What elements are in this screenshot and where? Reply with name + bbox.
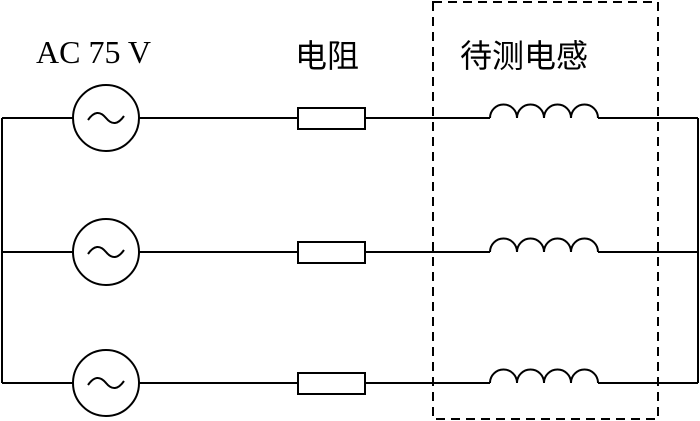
source-voltage-label: AC 75 V: [36, 34, 151, 70]
sine-wave-icon: [87, 377, 125, 389]
resistor-symbol: [297, 107, 366, 130]
inductor-symbol: [489, 103, 599, 119]
resistor-symbol: [297, 241, 366, 264]
resistor-label: 电阻: [295, 37, 360, 75]
sine-wave-icon: [87, 246, 125, 258]
branch-3: [2, 349, 698, 417]
branch-2: [2, 218, 698, 286]
resistor-symbol: [297, 372, 366, 395]
inductor-under-test-label: 待测电感: [460, 37, 589, 75]
inductor-symbol: [489, 237, 599, 253]
inductor-symbol: [489, 368, 599, 384]
sine-wave-icon: [87, 112, 125, 124]
branch-1: [2, 84, 698, 152]
inductor-test-region-box: [432, 1, 659, 420]
